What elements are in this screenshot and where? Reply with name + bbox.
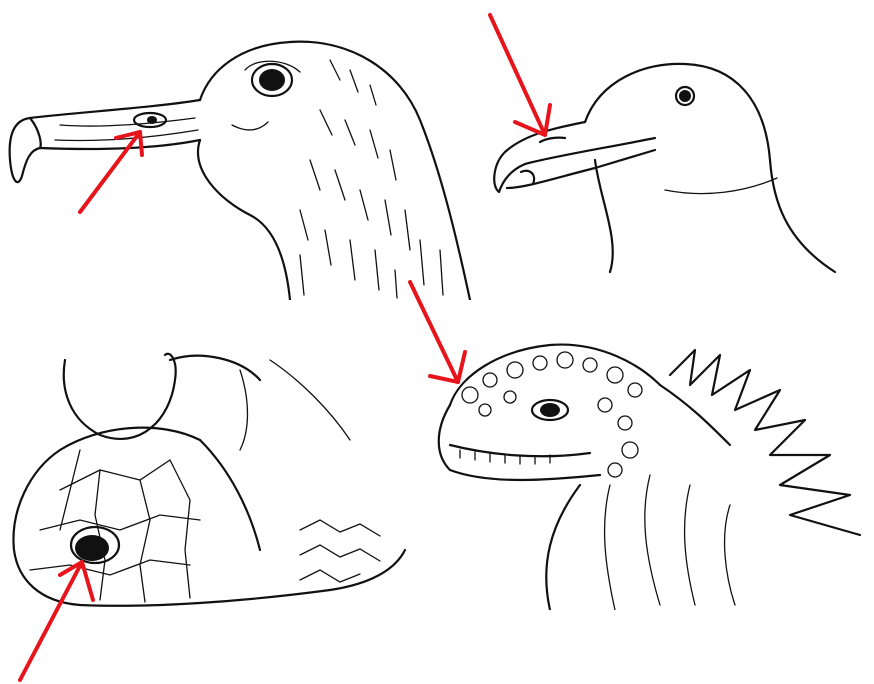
sea-turtle-head-drawing [0,340,410,610]
gull-head-drawing [485,60,855,275]
albatross-head-drawing [0,0,475,300]
marine-iguana-head-drawing [430,335,874,610]
